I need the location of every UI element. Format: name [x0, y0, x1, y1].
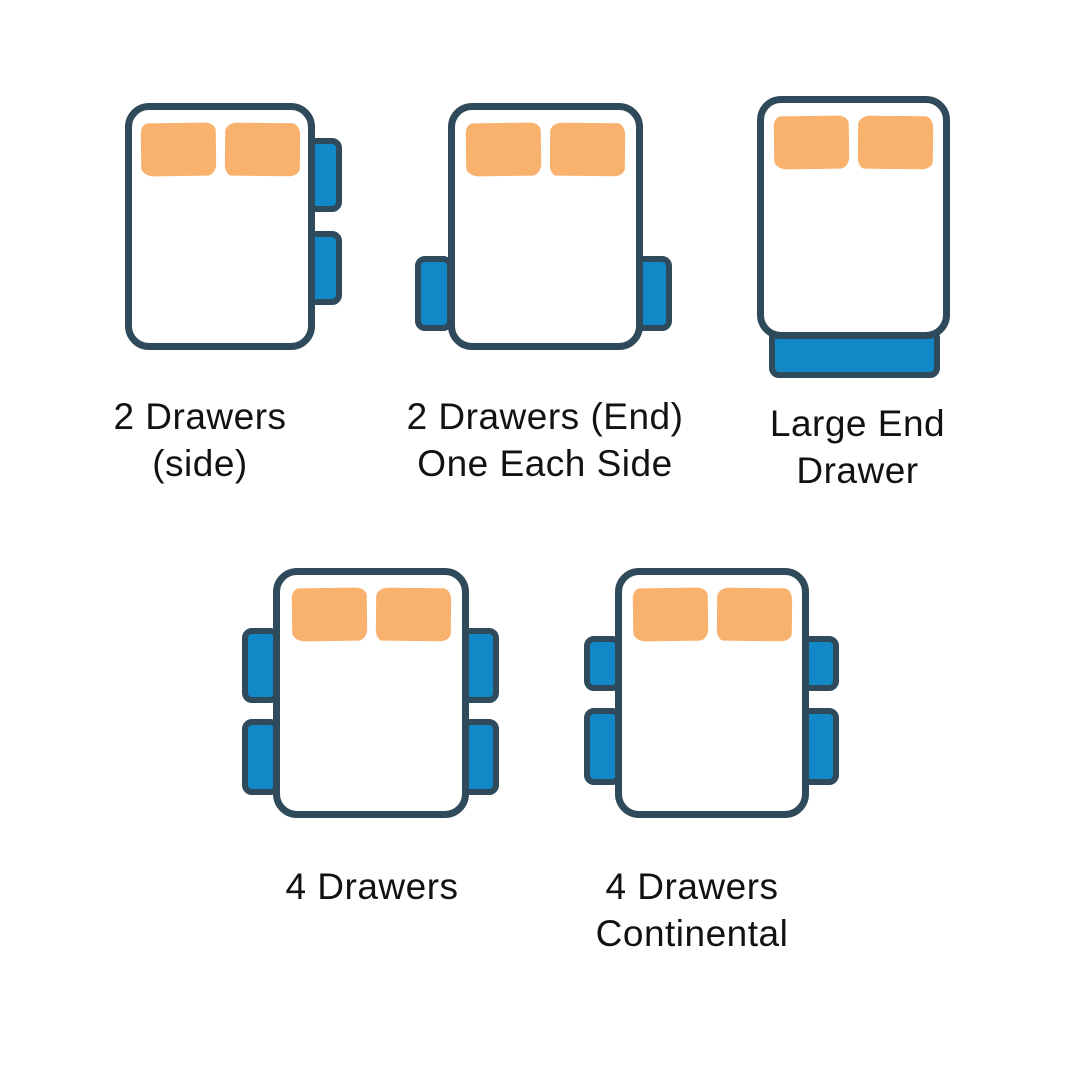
- bed-top-view-icon: [615, 568, 809, 818]
- side-drawer-icon: [461, 628, 499, 703]
- bed-option-label: 4 Drawers: [222, 863, 522, 910]
- pillow-icon: [716, 587, 792, 642]
- side-drawer-icon: [461, 719, 499, 795]
- pillow-icon: [857, 115, 934, 170]
- pillow-icon: [140, 122, 216, 177]
- label-line: Large End: [769, 403, 946, 444]
- bed-top-view-icon: [757, 96, 950, 339]
- bed-option-label: 2 Drawers (side): [50, 393, 350, 487]
- side-drawer-icon: [242, 628, 280, 703]
- side-drawer-icon: [306, 138, 342, 212]
- label-line: Drawer: [796, 450, 919, 491]
- pillow-icon: [632, 587, 708, 642]
- bed-top-view-icon: [125, 103, 315, 350]
- side-drawer-icon: [801, 708, 839, 785]
- label-line: 4 Drawers: [605, 866, 779, 907]
- pillow-icon: [291, 587, 367, 642]
- pillow-icon: [224, 122, 300, 177]
- label-line: (side): [152, 443, 248, 484]
- bed-option-label: Large End Drawer: [710, 400, 1005, 494]
- end-drawer-icon: [769, 328, 940, 378]
- bed-option-label: 4 Drawers Continental: [542, 863, 842, 957]
- bed-top-view-icon: [273, 568, 469, 818]
- label-line: 2 Drawers: [113, 396, 287, 437]
- label-line: 4 Drawers: [285, 866, 459, 907]
- side-drawer-icon: [415, 256, 453, 331]
- pillow-icon: [465, 122, 542, 177]
- side-drawer-icon: [584, 636, 622, 691]
- label-line: 2 Drawers (End): [406, 396, 684, 437]
- bed-top-view-icon: [448, 103, 643, 350]
- side-drawer-icon: [306, 231, 342, 305]
- side-drawer-icon: [584, 708, 622, 785]
- pillow-icon: [549, 122, 626, 177]
- label-line: Continental: [595, 913, 789, 954]
- label-line: One Each Side: [417, 443, 673, 484]
- pillow-icon: [773, 115, 850, 170]
- side-drawer-icon: [634, 256, 672, 331]
- side-drawer-icon: [801, 636, 839, 691]
- bed-option-label: 2 Drawers (End) One Each Side: [372, 393, 718, 487]
- side-drawer-icon: [242, 719, 280, 795]
- pillow-icon: [375, 587, 451, 642]
